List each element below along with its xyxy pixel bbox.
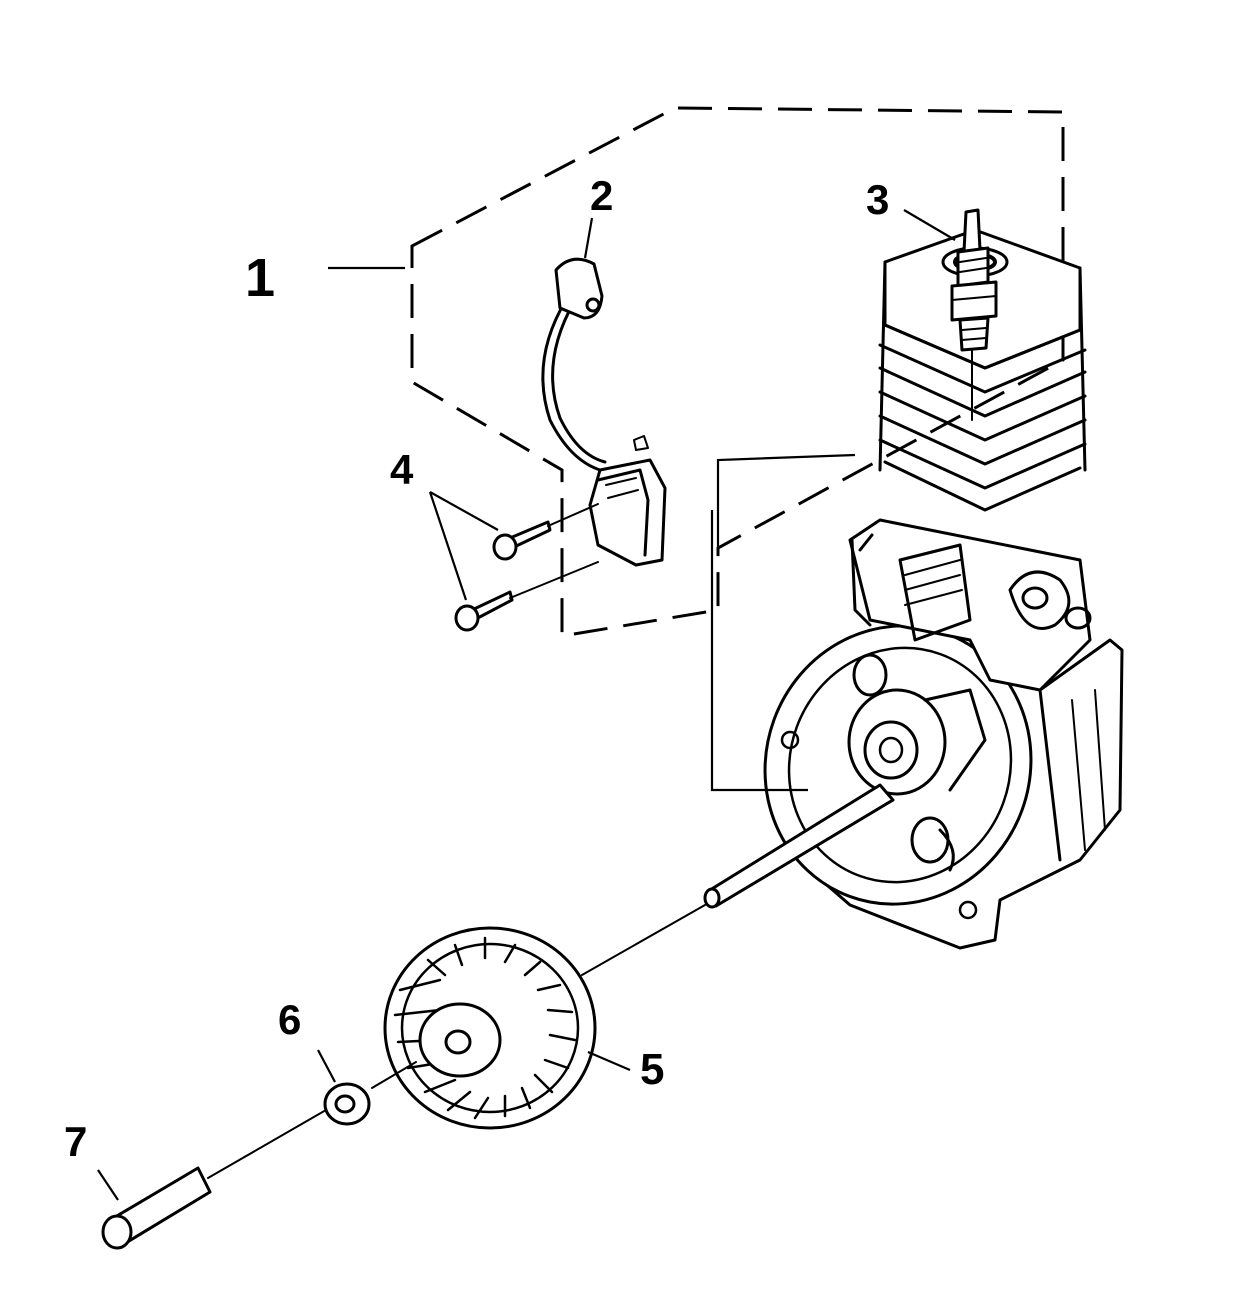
flywheel-icon xyxy=(383,904,706,1130)
assembly-1-boundary xyxy=(410,106,1065,638)
callout-7: 7 xyxy=(64,1118,87,1165)
crankshaft-icon xyxy=(703,783,895,909)
spark-plug-icon xyxy=(950,208,998,421)
ignition-coil-icon xyxy=(541,257,667,567)
nut-sleeve-icon xyxy=(101,1109,327,1250)
screw-icon xyxy=(454,503,599,632)
callout-2: 2 xyxy=(590,172,613,219)
callout-5: 5 xyxy=(640,1045,664,1094)
callout-1: 1 xyxy=(245,248,275,308)
callout-6: 6 xyxy=(278,996,301,1043)
callout-4: 4 xyxy=(390,446,414,493)
washer-icon xyxy=(323,1061,417,1126)
callout-3: 3 xyxy=(866,176,889,223)
leader-lines xyxy=(97,209,956,1201)
